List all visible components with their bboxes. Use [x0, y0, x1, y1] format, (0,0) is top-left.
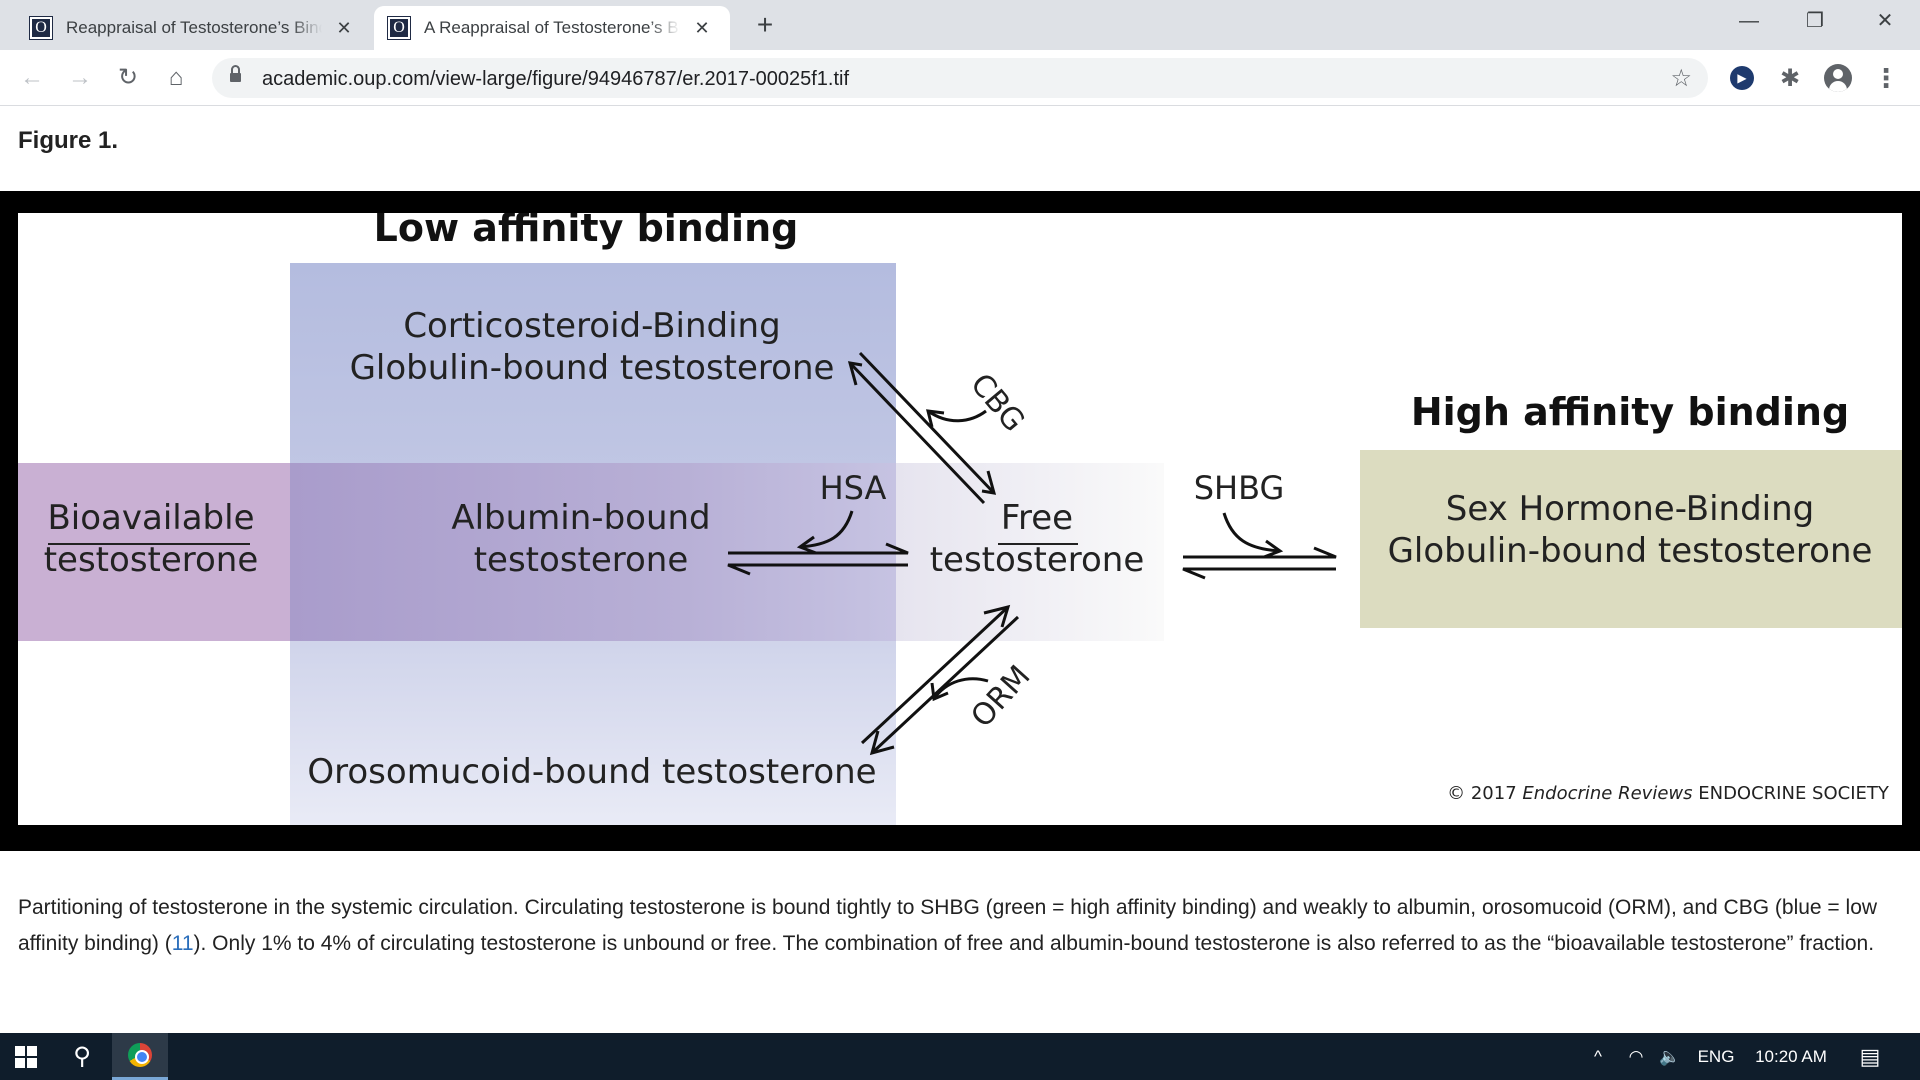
shbg-bound-line1: Sex Hormone-Binding [1446, 489, 1815, 529]
shbg-equilibrium-arrow [1182, 512, 1337, 580]
tray-chevron-icon[interactable]: ^ [1594, 1046, 1602, 1066]
tab-2[interactable]: O A Reappraisal of Testosterone’s Bindin… [374, 6, 730, 50]
page-content: Figure 1. [0, 107, 1920, 1033]
network-icon[interactable]: ◠ [1628, 1046, 1644, 1066]
caption-text-part1: Partitioning of testosterone in the syst… [18, 896, 1878, 955]
extension-icon[interactable]: ▶ [1728, 64, 1756, 92]
bioavailable-line1: Bioavailable [47, 498, 254, 538]
lock-icon[interactable] [230, 65, 241, 84]
search-icon[interactable]: ⚲ [73, 1043, 91, 1070]
bookmark-star-icon[interactable]: ☆ [1670, 65, 1692, 92]
shbg-label: SHBG [1194, 469, 1285, 507]
tab-1[interactable]: O Reappraisal of Testosterone’s Binding … [16, 6, 372, 50]
shbg-bound-line2: Globulin-bound testosterone [1388, 531, 1873, 571]
copyright-notice: © 2017 Endocrine Reviews ENDOCRINE SOCIE… [1447, 783, 1890, 804]
free-region [896, 463, 1164, 641]
orm-label: ORM [964, 659, 1037, 735]
binding-diagram: Low affinity binding High affinity bindi… [18, 213, 1902, 825]
figure-frame: Low affinity binding High affinity bindi… [0, 191, 1920, 851]
profile-avatar-icon[interactable] [1824, 64, 1852, 92]
forward-button[interactable]: → [68, 64, 92, 91]
address-bar[interactable]: academic.oup.com/view-large/figure/94946… [212, 58, 1708, 98]
hsa-label: HSA [820, 469, 887, 507]
clock[interactable]: 10:20 AM [1755, 1046, 1827, 1066]
albumin-line1: Albumin-bound [451, 498, 710, 538]
caption-text-part2: ). Only 1% to 4% of circulating testoste… [193, 932, 1875, 955]
browser-menu-icon[interactable]: ⋮ [1873, 62, 1899, 93]
oup-favicon-icon: O [387, 16, 411, 40]
tab-title: Reappraisal of Testosterone’s Binding [66, 18, 322, 37]
url-text: academic.oup.com/view-large/figure/94946… [262, 68, 850, 90]
tab-title: A Reappraisal of Testosterone’s Binding [424, 18, 680, 37]
back-button[interactable]: ← [20, 64, 44, 91]
albumin-line2: testosterone [474, 540, 689, 580]
hsa-equilibrium-arrow [727, 510, 909, 576]
high-affinity-region [1360, 450, 1902, 628]
new-tab-button[interactable]: + [756, 9, 774, 40]
oup-favicon-icon: O [29, 16, 53, 40]
cbg-equilibrium-arrow [847, 351, 997, 505]
minimize-button[interactable]: — [1739, 10, 1759, 32]
notification-center-icon[interactable]: ▤ [1859, 1043, 1881, 1069]
windows-taskbar: ⚲ ^ ◠ 🔈 ENG 10:20 AM ▤ [0, 1033, 1920, 1080]
restore-button[interactable]: ❐ [1806, 10, 1824, 32]
orosomucoid-label: Orosomucoid-bound testosterone [307, 752, 876, 792]
start-button[interactable] [0, 1033, 52, 1080]
tab-close-icon[interactable]: ✕ [336, 17, 352, 38]
figure-label: Figure 1. [18, 127, 119, 154]
cbg-label: CBG [963, 367, 1031, 439]
extensions-puzzle-icon[interactable]: ✱ [1779, 64, 1801, 92]
window-close-button[interactable]: ✕ [1876, 10, 1894, 32]
tab-close-icon[interactable]: ✕ [694, 17, 710, 38]
bioavailable-region [18, 463, 290, 641]
low-affinity-title: Low affinity binding [374, 213, 799, 250]
chrome-icon [128, 1043, 152, 1067]
reference-link[interactable]: 11 [171, 932, 194, 955]
cbg-bound-line1: Corticosteroid-Binding [403, 306, 780, 346]
tab-strip: O Reappraisal of Testosterone’s Binding … [0, 0, 1920, 50]
volume-icon[interactable]: 🔈 [1659, 1046, 1681, 1066]
orm-equilibrium-arrow [860, 604, 1020, 756]
figure-caption: Partitioning of testosterone in the syst… [18, 890, 1902, 962]
home-button[interactable]: ⌂ [168, 64, 184, 91]
chrome-taskbar-button[interactable] [112, 1033, 168, 1080]
free-line1: Free [1001, 498, 1073, 538]
figure-image: Low affinity binding High affinity bindi… [18, 213, 1902, 825]
cbg-bound-line2: Globulin-bound testosterone [350, 348, 835, 388]
reload-button[interactable]: ↻ [117, 64, 139, 91]
high-affinity-title: High affinity binding [1411, 390, 1849, 434]
bioavailable-line2: testosterone [44, 540, 259, 580]
windows-logo-icon [15, 1045, 37, 1068]
language-indicator[interactable]: ENG [1697, 1046, 1735, 1066]
free-line2: testosterone [930, 540, 1145, 580]
browser-toolbar: ← → ↻ ⌂ academic.oup.com/view-large/figu… [0, 50, 1920, 106]
